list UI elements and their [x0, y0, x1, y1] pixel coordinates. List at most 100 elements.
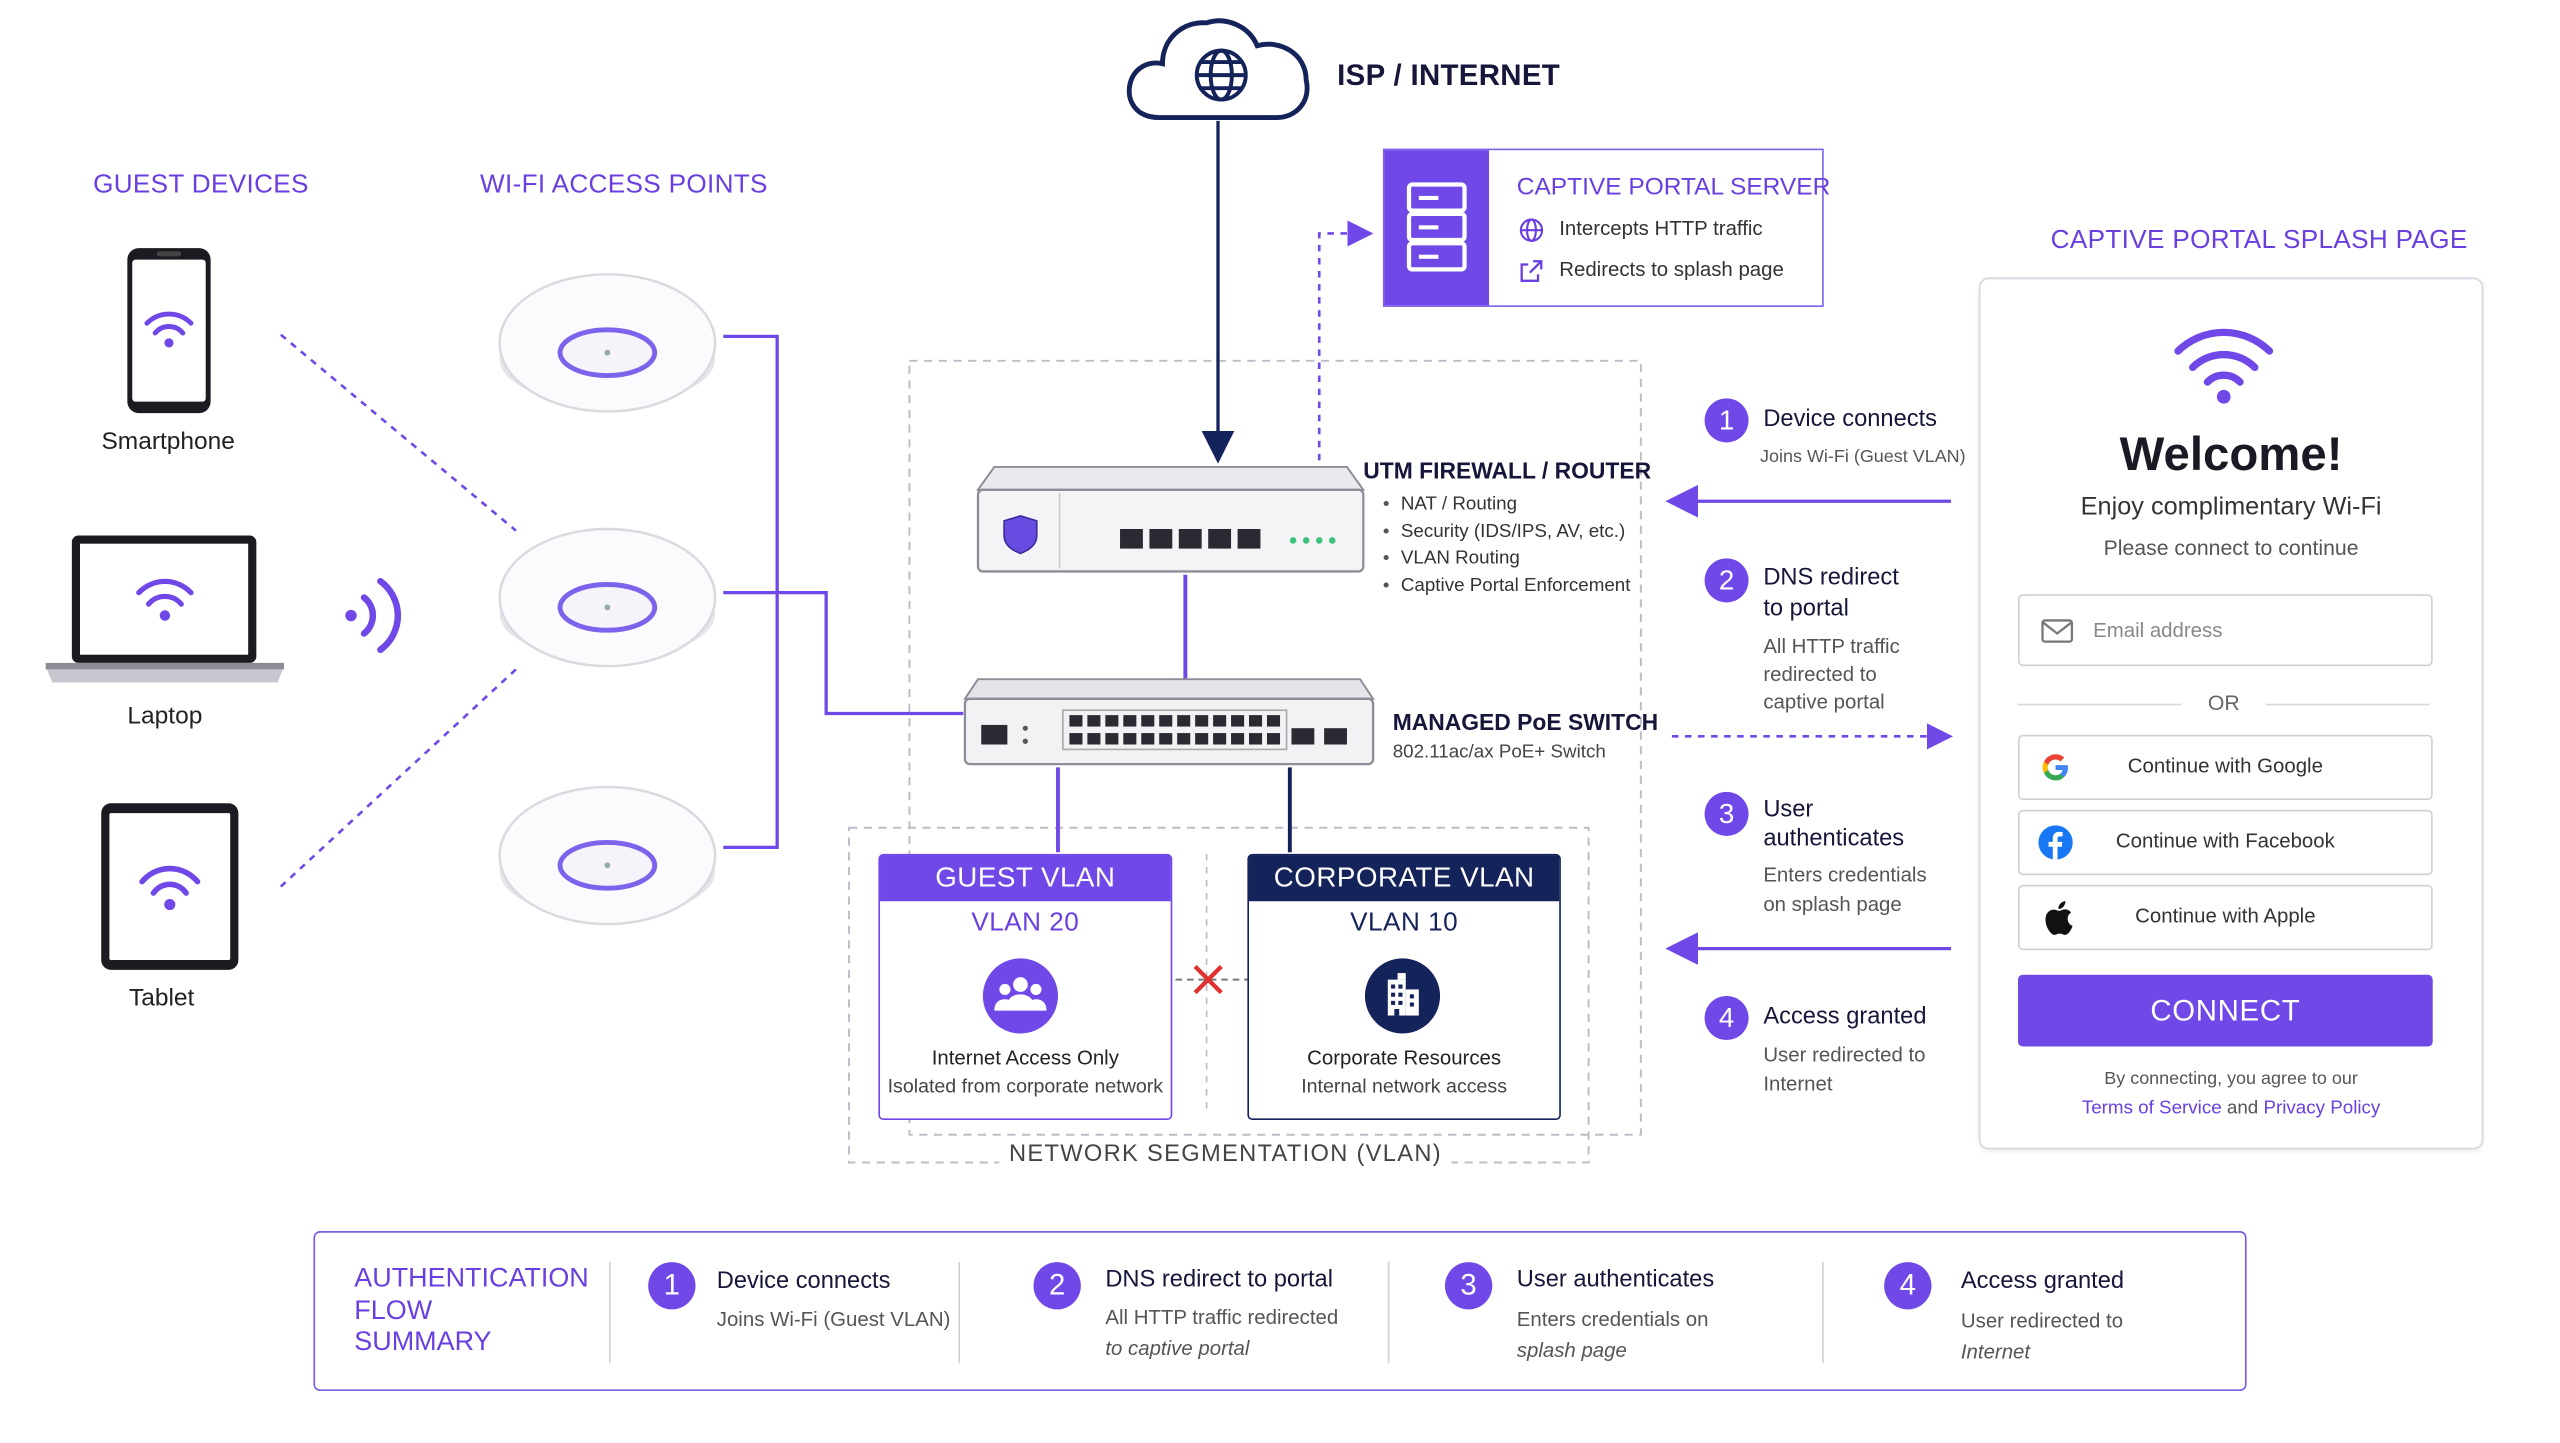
smartphone-icon [127, 248, 211, 414]
summary-step-2-desc-a: All HTTP traffic redirected [1105, 1306, 1339, 1330]
corporate-vlan-desc-2: Internal network access [1301, 1074, 1508, 1098]
blocked-x-icon [1193, 965, 1223, 995]
authentication-flow-summary: AUTHENTICATION FLOW SUMMARY 1 Device con… [313, 1231, 2247, 1392]
summary-step-2-number: 2 [1033, 1262, 1081, 1310]
flow-step-1-number: 1 [1704, 398, 1749, 443]
wifi-signal-icon [345, 577, 402, 654]
corporate-vlan-desc-1: Corporate Resources [1307, 1046, 1502, 1070]
smartphone-device [124, 245, 214, 425]
or-divider-text: OR [2207, 690, 2240, 716]
summary-step-1-title: Device connects [716, 1268, 891, 1295]
flow-step-2-desc-c: captive portal [1763, 690, 1885, 714]
captive-portal-server: CAPTIVE PORTAL SERVER Intercepts HTTP tr… [1382, 148, 1830, 307]
summary-divider [1387, 1262, 1390, 1364]
summary-step-4-number: 4 [1884, 1262, 1932, 1310]
mail-icon [2041, 619, 2074, 643]
facebook-icon [2038, 825, 2073, 860]
google-signin-label: Continue with Google [2127, 754, 2323, 778]
internet-label: ISP / INTERNET [1337, 58, 1561, 92]
flow-step-1-title: Device connects [1763, 406, 1938, 433]
flow-step-2-desc-b: redirected to [1763, 662, 1877, 686]
facebook-signin-label: Continue with Facebook [2115, 829, 2335, 853]
flow-step-2-number: 2 [1704, 558, 1749, 603]
flow-step-4-title: Access granted [1763, 1004, 1927, 1031]
laptop-icon [45, 535, 285, 683]
captive-server-title: CAPTIVE PORTAL SERVER [1516, 173, 1831, 201]
summary-title-line: SUMMARY [354, 1327, 492, 1357]
terms-notice: By connecting, you agree to our [2104, 1069, 2358, 1090]
switch-subtitle: 802.11ac/ax PoE+ Switch [1392, 742, 1606, 763]
access-points-title: WI-FI ACCESS POINTS [480, 171, 768, 200]
guest-vlan-desc-1: Internet Access Only [931, 1046, 1119, 1070]
guest-vlan-desc-2: Isolated from corporate network [887, 1074, 1164, 1098]
flow-step-3-desc-a: Enters credentials [1763, 863, 1927, 887]
welcome-tagline: Enjoy complimentary Wi-Fi [2080, 493, 2382, 521]
facebook-signin-button[interactable]: Continue with Facebook [2018, 809, 2433, 876]
summary-divider [958, 1262, 961, 1364]
flow-step-4-desc-a: User redirected to [1763, 1043, 1926, 1067]
access-point-icon [498, 527, 717, 668]
summary-step-3-desc-a: Enters credentials on [1516, 1307, 1709, 1331]
summary-step-4-desc-b: Internet [1960, 1340, 2031, 1364]
firewall-feature: VLAN Routing [1383, 545, 1631, 572]
captive-server-item-2: Redirects to splash page [1559, 257, 1784, 281]
corporate-vlan-header: CORPORATE VLAN [1249, 855, 1560, 902]
email-placeholder: Email address [2093, 618, 2223, 642]
summary-divider [1822, 1262, 1824, 1364]
globe-icon [1194, 48, 1248, 102]
summary-step-1-desc: Joins Wi-Fi (Guest VLAN) [716, 1307, 951, 1331]
or-divider-left [2018, 703, 2182, 706]
globe-icon [1519, 218, 1544, 242]
access-point-3 [496, 771, 718, 936]
or-divider-right [2266, 703, 2430, 706]
laptop-device [42, 532, 287, 697]
flow-step-1-desc: Joins Wi-Fi (Guest VLAN) [1760, 447, 1966, 467]
guest-vlan-id: VLAN 20 [971, 909, 1080, 938]
flow-step-3-desc-b: on splash page [1763, 893, 1902, 916]
flow-step-3-title-b: authenticates [1763, 826, 1905, 853]
smartphone-label: Smartphone [101, 427, 235, 456]
guest-vlan-header: GUEST VLAN [880, 855, 1171, 902]
summary-divider [608, 1262, 611, 1364]
server-icon-panel [1384, 150, 1490, 306]
summary-step-3-number: 3 [1444, 1262, 1493, 1310]
apple-icon [2045, 901, 2073, 935]
guest-vlan: GUEST VLAN VLAN 20 Internet Access Only … [878, 853, 1173, 1121]
google-icon [2042, 754, 2068, 781]
summary-step-1-number: 1 [648, 1262, 696, 1310]
terms-of-service-link[interactable]: Terms of Service [2081, 1098, 2222, 1119]
connect-button-label: CONNECT [2150, 994, 2301, 1027]
apple-signin-button[interactable]: Continue with Apple [2018, 884, 2433, 951]
wifi-signal [340, 565, 415, 674]
firewall-feature: Security (IDS/IPS, AV, etc.) [1383, 518, 1631, 545]
segmentation-label: NETWORK SEGMENTATION (VLAN) [999, 1141, 1452, 1168]
summary-title: AUTHENTICATION FLOW SUMMARY [354, 1264, 588, 1360]
firewall-feature: Captive Portal Enforcement [1383, 572, 1631, 599]
wifi-icon [2174, 328, 2274, 404]
smartphone-link [279, 333, 517, 532]
tablet-icon [101, 803, 239, 970]
access-point-2 [496, 513, 718, 678]
email-field[interactable]: Email address [2018, 594, 2433, 667]
privacy-policy-link[interactable]: Privacy Policy [2263, 1098, 2381, 1119]
managed-poe-switch [962, 676, 1377, 779]
access-point-icon [498, 785, 717, 926]
tablet-device [98, 800, 242, 981]
ap-to-switch-link [723, 591, 964, 716]
tablet-label: Tablet [128, 984, 195, 1013]
firewall-to-portal-link [1317, 220, 1374, 461]
apple-signin-label: Continue with Apple [2135, 904, 2316, 928]
firewall-device-icon [976, 465, 1366, 573]
terms-and-text: and [2226, 1098, 2259, 1119]
server-icon [1406, 182, 1467, 272]
summary-title-line: AUTHENTICATION [354, 1263, 589, 1294]
laptop-label: Laptop [127, 702, 203, 730]
connect-button[interactable]: CONNECT [2018, 974, 2433, 1047]
utm-firewall [975, 464, 1367, 586]
google-signin-button[interactable]: Continue with Google [2018, 734, 2433, 801]
network-segmentation-frame [908, 359, 1642, 1136]
tablet-link [279, 668, 517, 888]
firewall-feature: NAT / Routing [1383, 491, 1631, 518]
flow-step-3-title-a: User [1763, 796, 1814, 823]
splash-page-card: Welcome! Enjoy complimentary Wi-Fi Pleas… [1978, 277, 2484, 1150]
